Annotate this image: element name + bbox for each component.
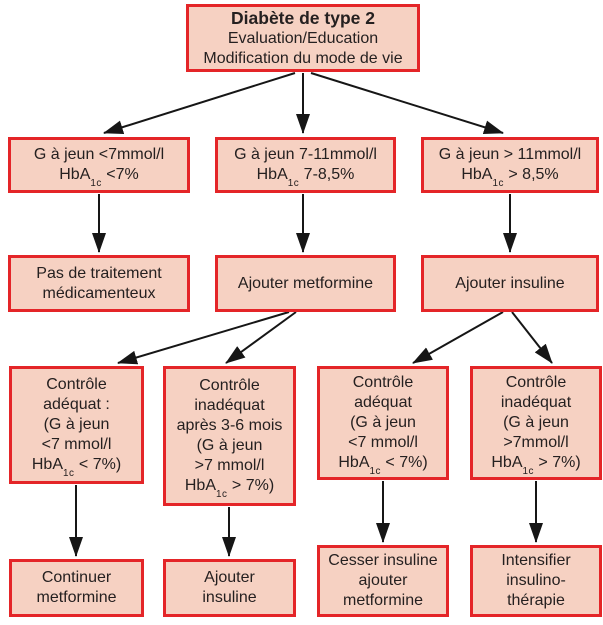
node-text: Contrôle (352, 374, 414, 391)
node-text: inadéquat (194, 397, 265, 414)
node-text: Cesser insuline (328, 552, 438, 569)
arrow-root-to-g3 (310, 72, 504, 135)
node-controle-adequat-insuline: Contrôle adéquat (G à jeun <7 mmol/l HbA… (317, 366, 449, 480)
node-text: Ajouter insuline (455, 274, 565, 292)
node-text: >7mmol/l (503, 434, 569, 451)
node-glycemie-haute: G à jeun > 11mmol/l HbA1c > 8,5% (421, 137, 599, 193)
node-controle-adequat-metformine: Contrôle adéquat : (G à jeun <7 mmol/l H… (9, 366, 144, 484)
hba1c-line: HbA1c < 7%) (31, 456, 122, 479)
node-text: metformine (36, 589, 117, 606)
node-text: thérapie (507, 592, 565, 609)
node-text: Continuer (41, 569, 112, 586)
node-text: Pas de traitement (36, 264, 162, 282)
node-controle-inadequat-insuline: Contrôle inadéquat (G à jeun >7mmol/l Hb… (470, 366, 602, 480)
node-text: G à jeun > 11mmol/l (438, 146, 582, 163)
node-pas-de-traitement: Pas de traitement médicamenteux (8, 255, 190, 312)
node-text: inadéquat (500, 394, 572, 411)
node-cesser-insuline: Cesser insuline ajouter metformine (317, 545, 449, 617)
arrow-t3-to-c4 (511, 311, 553, 364)
node-title: Diabète de type 2 (231, 8, 375, 28)
node-text: >7 mmol/l (194, 457, 265, 474)
node-text: après 3-6 mois (176, 417, 283, 434)
node-continuer-metformine: Continuer metformine (9, 559, 144, 617)
node-text: adéquat (354, 394, 412, 411)
node-ajouter-insuline-final: Ajouter insuline (163, 559, 296, 617)
node-text: Contrôle (199, 377, 260, 394)
node-glycemie-basse: G à jeun <7mmol/l HbA1c <7% (8, 137, 190, 193)
node-text: Modification du mode de vie (203, 50, 403, 67)
node-text: <7 mmol/l (348, 434, 418, 451)
node-text: (G à jeun (503, 414, 569, 431)
node-diabete-type2: Diabète de type 2 Evaluation/Education M… (186, 4, 420, 72)
node-text: (G à jeun (43, 416, 110, 433)
node-text: (G à jeun (196, 437, 263, 454)
hba1c-line: HbA1c > 7%) (184, 477, 275, 500)
node-ajouter-insuline: Ajouter insuline (421, 255, 599, 312)
node-intensifier-insulinotherapie: Intensifier insulino- thérapie (470, 545, 602, 617)
node-controle-inadequat-metformine: Contrôle inadéquat après 3-6 mois (G à j… (163, 366, 296, 506)
hba1c-line: HbA1c < 7%) (338, 454, 428, 477)
node-text: Ajouter metformine (237, 274, 374, 292)
node-text: médicamenteux (42, 284, 156, 302)
node-text: Contrôle (505, 374, 567, 391)
node-text: Evaluation/Education (227, 30, 379, 47)
node-text: Intensifier (501, 552, 571, 569)
hba1c-line: HbA1c 7-8,5% (256, 166, 355, 189)
hba1c-line: HbA1c > 8,5% (461, 166, 559, 189)
node-text: <7 mmol/l (41, 436, 112, 453)
node-text: adéquat : (43, 396, 110, 413)
arrow-t2-to-c1 (117, 311, 290, 365)
node-text: (G à jeun (350, 414, 416, 431)
arrow-t3-to-c3 (412, 311, 504, 364)
arrow-t2-to-c2 (225, 311, 297, 364)
hba1c-line: HbA1c <7% (59, 166, 139, 189)
node-text: ajouter (358, 572, 408, 589)
node-text: Ajouter (204, 569, 255, 586)
arrow-root-to-g1 (103, 72, 296, 134)
node-text: G à jeun 7-11mmol/l (234, 146, 377, 163)
node-text: insulino- (506, 572, 566, 589)
node-text: metformine (342, 592, 424, 609)
node-glycemie-moyenne: G à jeun 7-11mmol/l HbA1c 7-8,5% (215, 137, 396, 193)
hba1c-line: HbA1c > 7%) (491, 454, 581, 477)
node-text: G à jeun <7mmol/l (33, 146, 165, 163)
node-text: Contrôle (46, 376, 107, 393)
node-text: insuline (202, 589, 257, 606)
node-ajouter-metformine: Ajouter metformine (215, 255, 396, 312)
